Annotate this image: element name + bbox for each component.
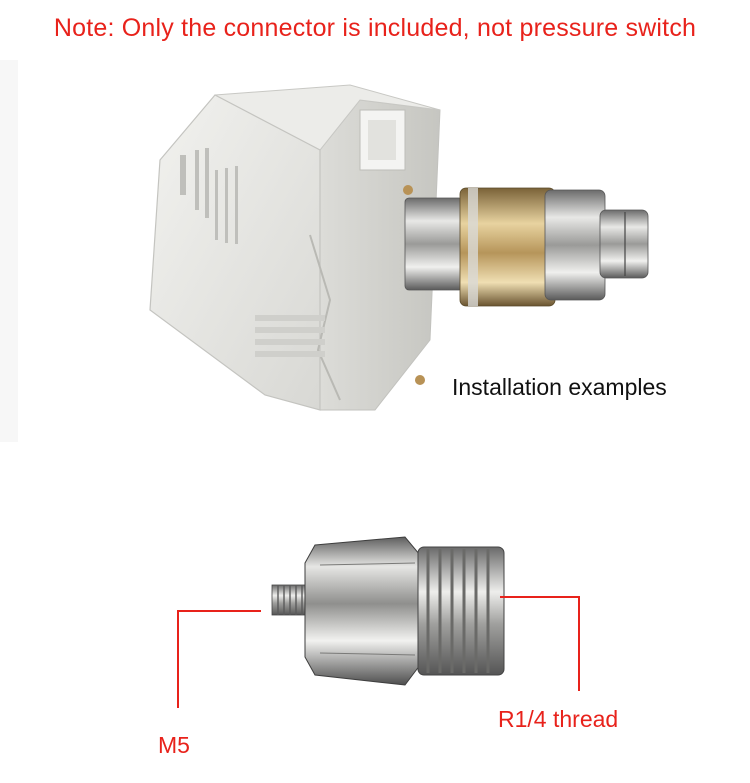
r14-leader-horizontal bbox=[500, 596, 580, 598]
connector-photo bbox=[271, 536, 505, 686]
m5-leader-vertical bbox=[177, 610, 179, 708]
note-banner: Note: Only the connector is included, no… bbox=[53, 14, 697, 42]
r14-leader-vertical bbox=[578, 596, 580, 691]
installation-caption: Installation examples bbox=[452, 374, 667, 400]
installation-photo bbox=[0, 60, 649, 442]
m5-label: M5 bbox=[158, 732, 190, 758]
m5-leader-horizontal bbox=[177, 610, 261, 612]
r14-label: R1/4 thread bbox=[498, 706, 619, 732]
